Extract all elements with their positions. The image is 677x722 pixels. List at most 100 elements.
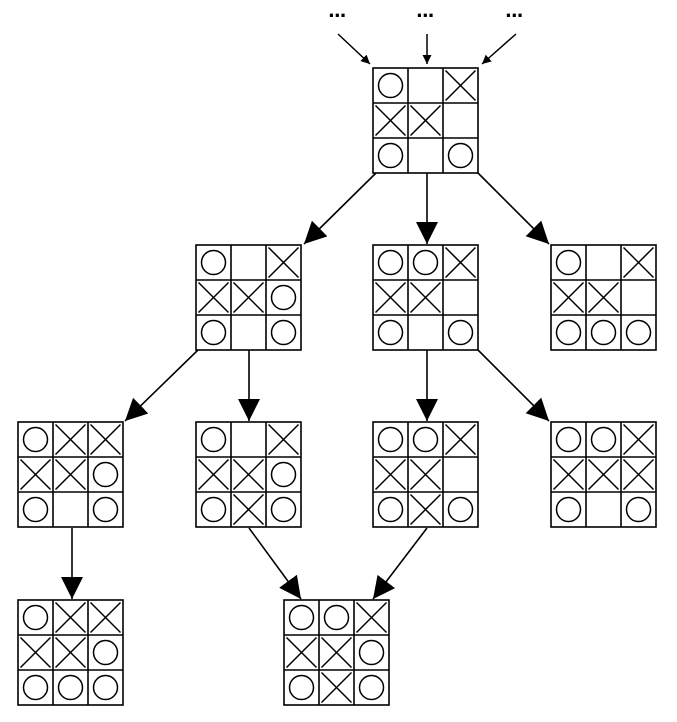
o-mark-icon [377, 319, 404, 346]
x-mark-icon [320, 671, 353, 704]
board-nodes [17, 67, 657, 706]
o-mark-icon [555, 319, 582, 346]
x-mark-icon [355, 601, 388, 634]
x-mark-icon [232, 281, 265, 314]
board-l2-d [550, 421, 657, 528]
board-l2-b [195, 421, 302, 528]
o-mark-icon [625, 496, 652, 523]
o-mark-icon [377, 496, 404, 523]
board-l2-a [17, 421, 124, 528]
o-mark-icon [288, 604, 315, 631]
x-mark-icon [374, 458, 407, 491]
o-mark-icon [625, 319, 652, 346]
o-mark-icon [447, 319, 474, 346]
x-mark-icon [374, 104, 407, 137]
tree-edge-arrow [372, 527, 428, 600]
x-mark-icon [232, 493, 265, 526]
x-mark-icon [19, 636, 52, 669]
x-mark-icon [232, 458, 265, 491]
board-l1-left [195, 244, 302, 351]
o-mark-icon [270, 284, 297, 311]
x-mark-icon [444, 69, 477, 102]
tree-edge-arrow [477, 172, 550, 245]
o-mark-icon [377, 142, 404, 169]
ellipsis-right: ... [505, 1, 523, 22]
o-mark-icon [377, 249, 404, 276]
o-mark-icon [270, 319, 297, 346]
x-mark-icon [622, 246, 655, 279]
x-mark-icon [320, 636, 353, 669]
x-mark-icon [197, 458, 230, 491]
o-mark-icon [92, 496, 119, 523]
o-mark-icon [358, 674, 385, 701]
o-mark-icon [358, 639, 385, 666]
o-mark-icon [412, 426, 439, 453]
o-mark-icon [447, 142, 474, 169]
board-l2-c [372, 421, 479, 528]
board-root [372, 67, 479, 174]
o-mark-icon [92, 674, 119, 701]
o-mark-icon [412, 249, 439, 276]
o-mark-icon [22, 674, 49, 701]
ellipsis-center: ... [416, 1, 434, 22]
x-mark-icon [89, 423, 122, 456]
x-mark-icon [267, 246, 300, 279]
o-mark-icon [200, 426, 227, 453]
o-mark-icon [200, 496, 227, 523]
tree-edge-arrow [303, 172, 377, 245]
tree-edge-arrow [124, 349, 199, 422]
o-mark-icon [377, 426, 404, 453]
x-mark-icon [444, 246, 477, 279]
x-mark-icon [552, 458, 585, 491]
x-mark-icon [54, 636, 87, 669]
x-mark-icon [54, 601, 87, 634]
x-mark-icon [285, 636, 318, 669]
o-mark-icon [22, 604, 49, 631]
o-mark-icon [288, 674, 315, 701]
o-mark-icon [270, 496, 297, 523]
o-mark-icon [200, 249, 227, 276]
x-mark-icon [444, 423, 477, 456]
o-mark-icon [270, 461, 297, 488]
ellipsis-left: ... [328, 1, 346, 22]
o-mark-icon [22, 426, 49, 453]
board-l3-left [17, 599, 124, 706]
o-mark-icon [22, 496, 49, 523]
tree-edge-arrow [248, 527, 302, 600]
o-mark-icon [323, 604, 350, 631]
x-mark-icon [374, 281, 407, 314]
x-mark-icon [409, 104, 442, 137]
o-mark-icon [590, 319, 617, 346]
x-mark-icon [54, 458, 87, 491]
tree-edges [61, 172, 550, 600]
x-mark-icon [587, 281, 620, 314]
o-mark-icon [590, 426, 617, 453]
x-mark-icon [89, 601, 122, 634]
x-mark-icon [267, 423, 300, 456]
o-mark-icon [555, 249, 582, 276]
o-mark-icon [555, 426, 582, 453]
incoming-arrow [337, 33, 371, 65]
x-mark-icon [622, 458, 655, 491]
x-mark-icon [409, 281, 442, 314]
tree-edge-arrow [477, 349, 550, 422]
o-mark-icon [377, 72, 404, 99]
x-mark-icon [409, 493, 442, 526]
x-mark-icon [197, 281, 230, 314]
board-l1-right [550, 244, 657, 351]
o-mark-icon [200, 319, 227, 346]
o-mark-icon [447, 496, 474, 523]
incoming-arrows [337, 33, 517, 65]
board-l1-mid [372, 244, 479, 351]
x-mark-icon [587, 458, 620, 491]
o-mark-icon [92, 639, 119, 666]
x-mark-icon [552, 281, 585, 314]
o-mark-icon [555, 496, 582, 523]
x-mark-icon [19, 458, 52, 491]
o-mark-icon [57, 674, 84, 701]
x-mark-icon [409, 458, 442, 491]
board-l3-right [283, 599, 390, 706]
x-mark-icon [622, 423, 655, 456]
incoming-arrow [481, 33, 517, 65]
